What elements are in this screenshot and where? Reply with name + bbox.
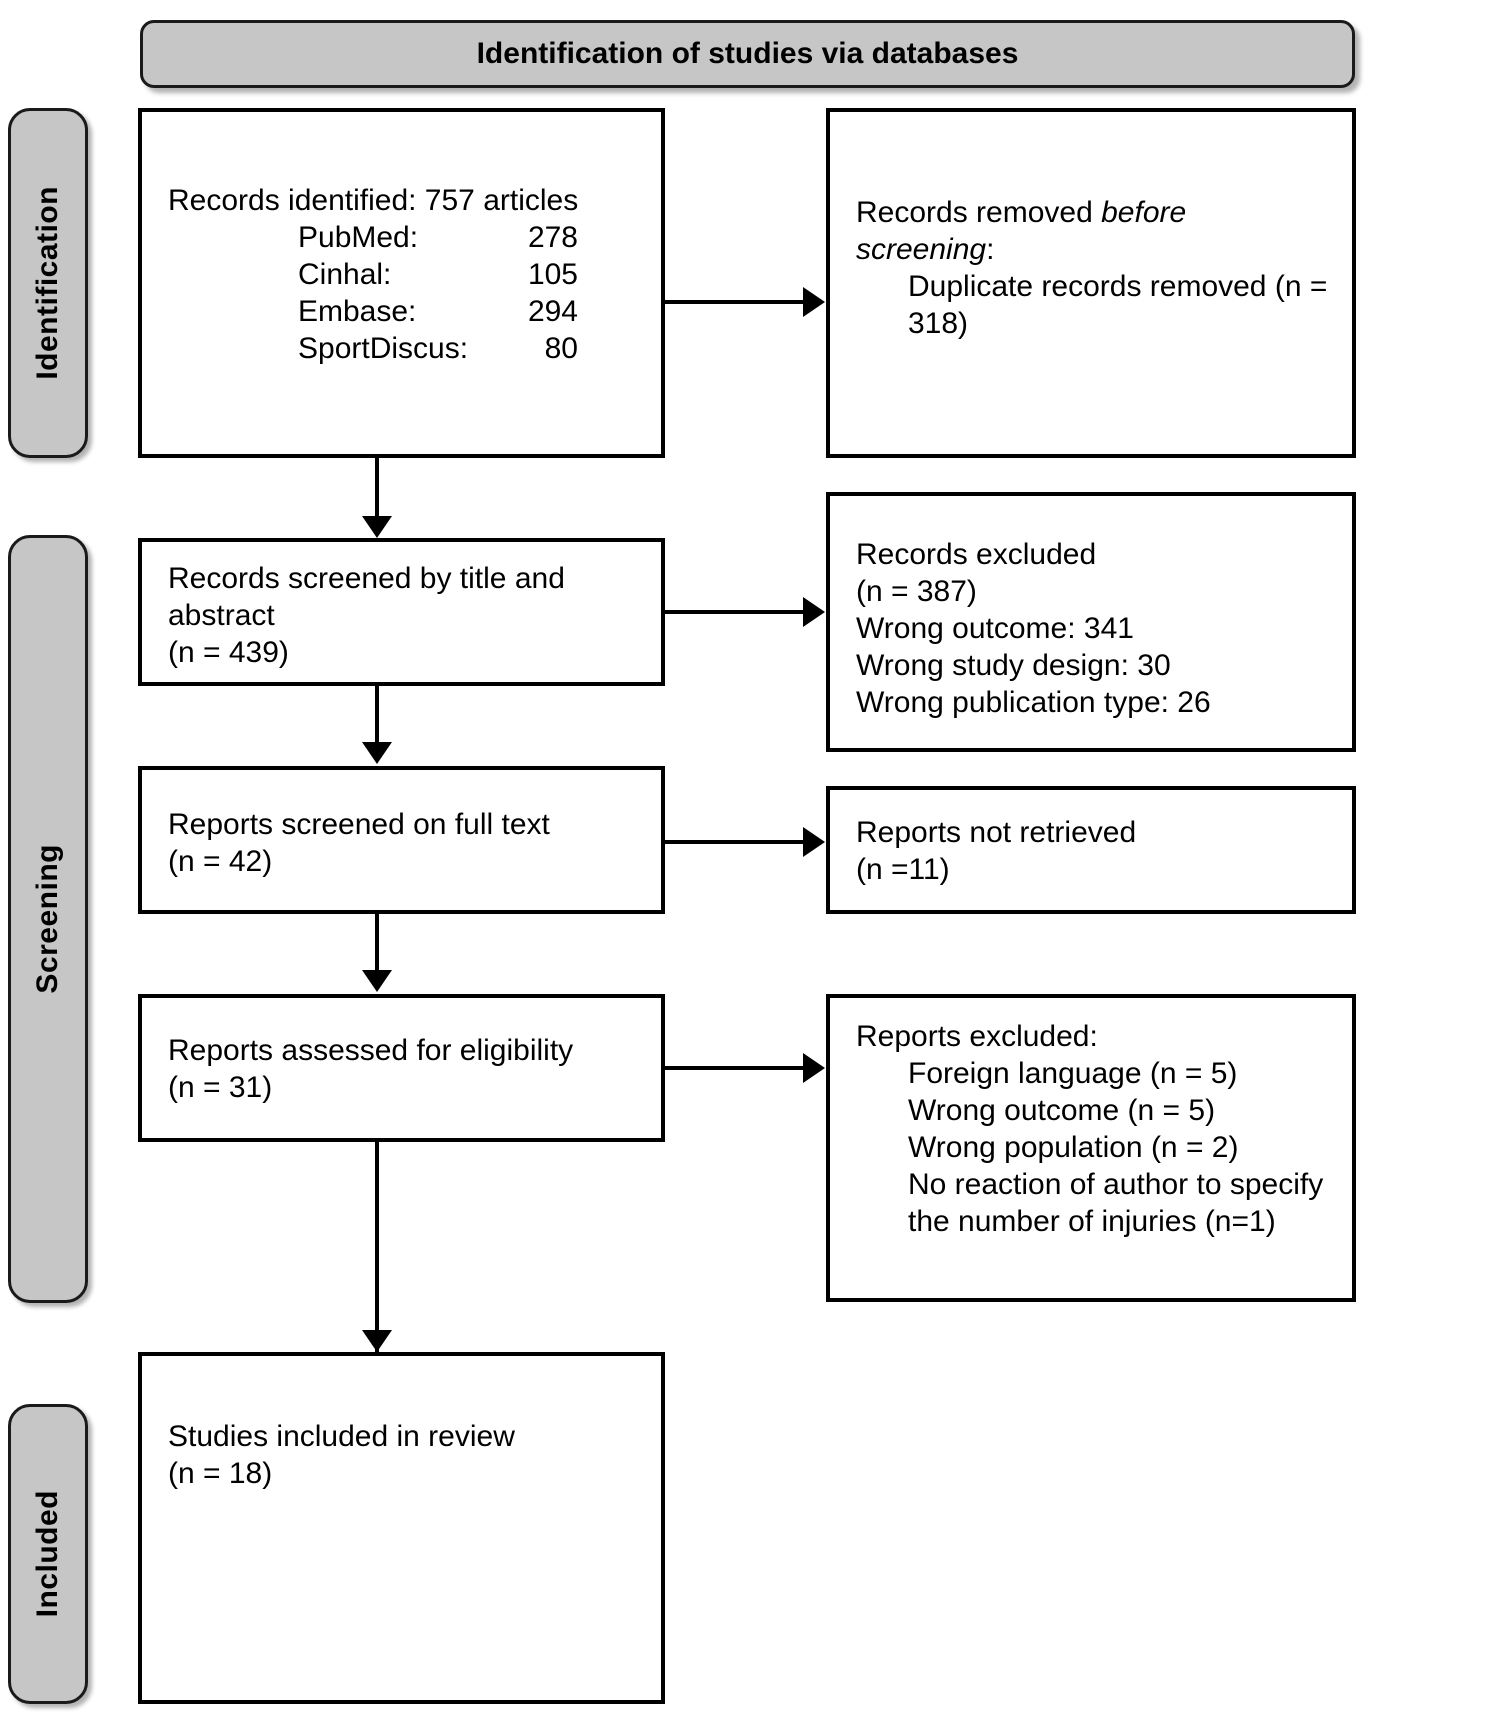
records-excluded-line5: Wrong publication type: 26 — [856, 686, 1211, 719]
studies-included-line1: Studies included in review — [168, 1420, 515, 1453]
stage-pill-identification: Identification — [8, 108, 88, 458]
diagram-title-banner: Identification of studies via databases — [140, 20, 1355, 88]
source-count-pubmed: 278 — [527, 221, 578, 254]
connector-identified-to-removed — [665, 300, 805, 304]
source-row-pubmed: PubMed: 278 — [168, 219, 651, 256]
reports-assessed-line1: Reports assessed for eligibility — [168, 1034, 574, 1067]
connector-screened-to-reports-screened — [375, 686, 379, 754]
arrowhead-assessed-to-included — [362, 1330, 392, 1352]
box-reports-assessed: Reports assessed for eligibility (n = 31… — [138, 994, 665, 1142]
records-screened-line1: Records screened by title and — [168, 562, 565, 595]
connector-reports-to-not-retrieved — [665, 840, 805, 844]
stage-label-included: Included — [31, 1490, 64, 1618]
reports-excluded-heading: Reports excluded: — [856, 1020, 1098, 1053]
box-records-excluded: Records excluded (n = 387) Wrong outcome… — [826, 492, 1356, 752]
records-removed-detail: Duplicate records removed (n = 318) — [908, 270, 1328, 340]
records-removed-italic-screening: screening — [856, 233, 987, 266]
arrowhead-screened-to-reports-screened — [362, 742, 392, 764]
box-studies-included: Studies included in review (n = 18) — [138, 1352, 665, 1704]
arrowhead-reports-to-assessed — [362, 970, 392, 992]
box-records-removed: Records removed before screening: Duplica… — [826, 108, 1356, 458]
arrowhead-assessed-to-excluded — [803, 1053, 825, 1083]
reports-excluded-item-foreign-language: Foreign language (n = 5) — [908, 1057, 1238, 1090]
records-removed-prefix: Records removed — [856, 196, 1102, 229]
arrowhead-identified-to-removed — [803, 287, 825, 317]
records-excluded-line2: (n = 387) — [856, 575, 977, 608]
records-removed-heading: Records removed before screening: — [856, 194, 1340, 268]
reports-excluded-item-wrong-outcome: Wrong outcome (n = 5) — [908, 1094, 1216, 1127]
reports-screened-line1: Reports screened on full text — [168, 808, 550, 841]
connector-reports-to-assessed — [375, 914, 379, 982]
records-screened-line2: abstract — [168, 599, 275, 632]
records-excluded-line3: Wrong outcome: 341 — [856, 612, 1134, 645]
reports-excluded-item-wrong-population: Wrong population (n = 2) — [908, 1131, 1239, 1164]
reports-not-retrieved-line2: (n =11) — [856, 853, 950, 886]
connector-identified-to-screened — [375, 458, 379, 528]
box-reports-excluded: Reports excluded: Foreign language (n = … — [826, 994, 1356, 1302]
source-row-sportdiscus: SportDiscus: 80 — [168, 330, 651, 367]
reports-assessed-line2: (n = 31) — [168, 1071, 273, 1104]
diagram-title: Identification of studies via databases — [476, 37, 1019, 70]
arrowhead-identified-to-screened — [362, 516, 392, 538]
reports-screened-line2: (n = 42) — [168, 845, 273, 878]
connector-assessed-to-excluded — [665, 1066, 805, 1070]
source-row-embase: Embase: 294 — [168, 293, 651, 330]
connector-assessed-to-included — [375, 1142, 379, 1372]
source-count-cinhal: 105 — [527, 258, 578, 291]
stage-label-identification: Identification — [31, 186, 64, 380]
source-name-pubmed: PubMed: — [298, 221, 419, 254]
box-reports-screened: Reports screened on full text (n = 42) — [138, 766, 665, 914]
source-count-embase: 294 — [527, 295, 578, 328]
records-excluded-line4: Wrong study design: 30 — [856, 649, 1171, 682]
records-removed-italic-before: before — [1101, 196, 1187, 229]
stage-label-screening: Screening — [31, 844, 64, 994]
box-reports-not-retrieved: Reports not retrieved (n =11) — [826, 786, 1356, 914]
records-identified-heading: Records identified: 757 articles — [168, 184, 579, 217]
stage-pill-screening: Screening — [8, 535, 88, 1303]
stage-pill-included: Included — [8, 1404, 88, 1704]
arrowhead-reports-to-not-retrieved — [803, 827, 825, 857]
source-count-sportdiscus: 80 — [544, 332, 578, 365]
records-removed-colon: : — [986, 233, 995, 266]
source-name-cinhal: Cinhal: — [298, 258, 392, 291]
arrowhead-screened-to-excluded — [803, 597, 825, 627]
source-row-cinhal: Cinhal: 105 — [168, 256, 651, 293]
reports-not-retrieved-line1: Reports not retrieved — [856, 816, 1137, 849]
box-records-identified: Records identified: 757 articles PubMed:… — [138, 108, 665, 458]
source-name-embase: Embase: — [298, 295, 417, 328]
connector-screened-to-excluded — [665, 610, 805, 614]
reports-excluded-item-no-reaction: No reaction of author to specify the num… — [908, 1168, 1324, 1238]
records-excluded-line1: Records excluded — [856, 538, 1097, 571]
source-name-sportdiscus: SportDiscus: — [298, 332, 469, 365]
records-screened-line3: (n = 439) — [168, 636, 289, 669]
box-records-screened: Records screened by title and abstract (… — [138, 538, 665, 686]
studies-included-line2: (n = 18) — [168, 1457, 273, 1490]
